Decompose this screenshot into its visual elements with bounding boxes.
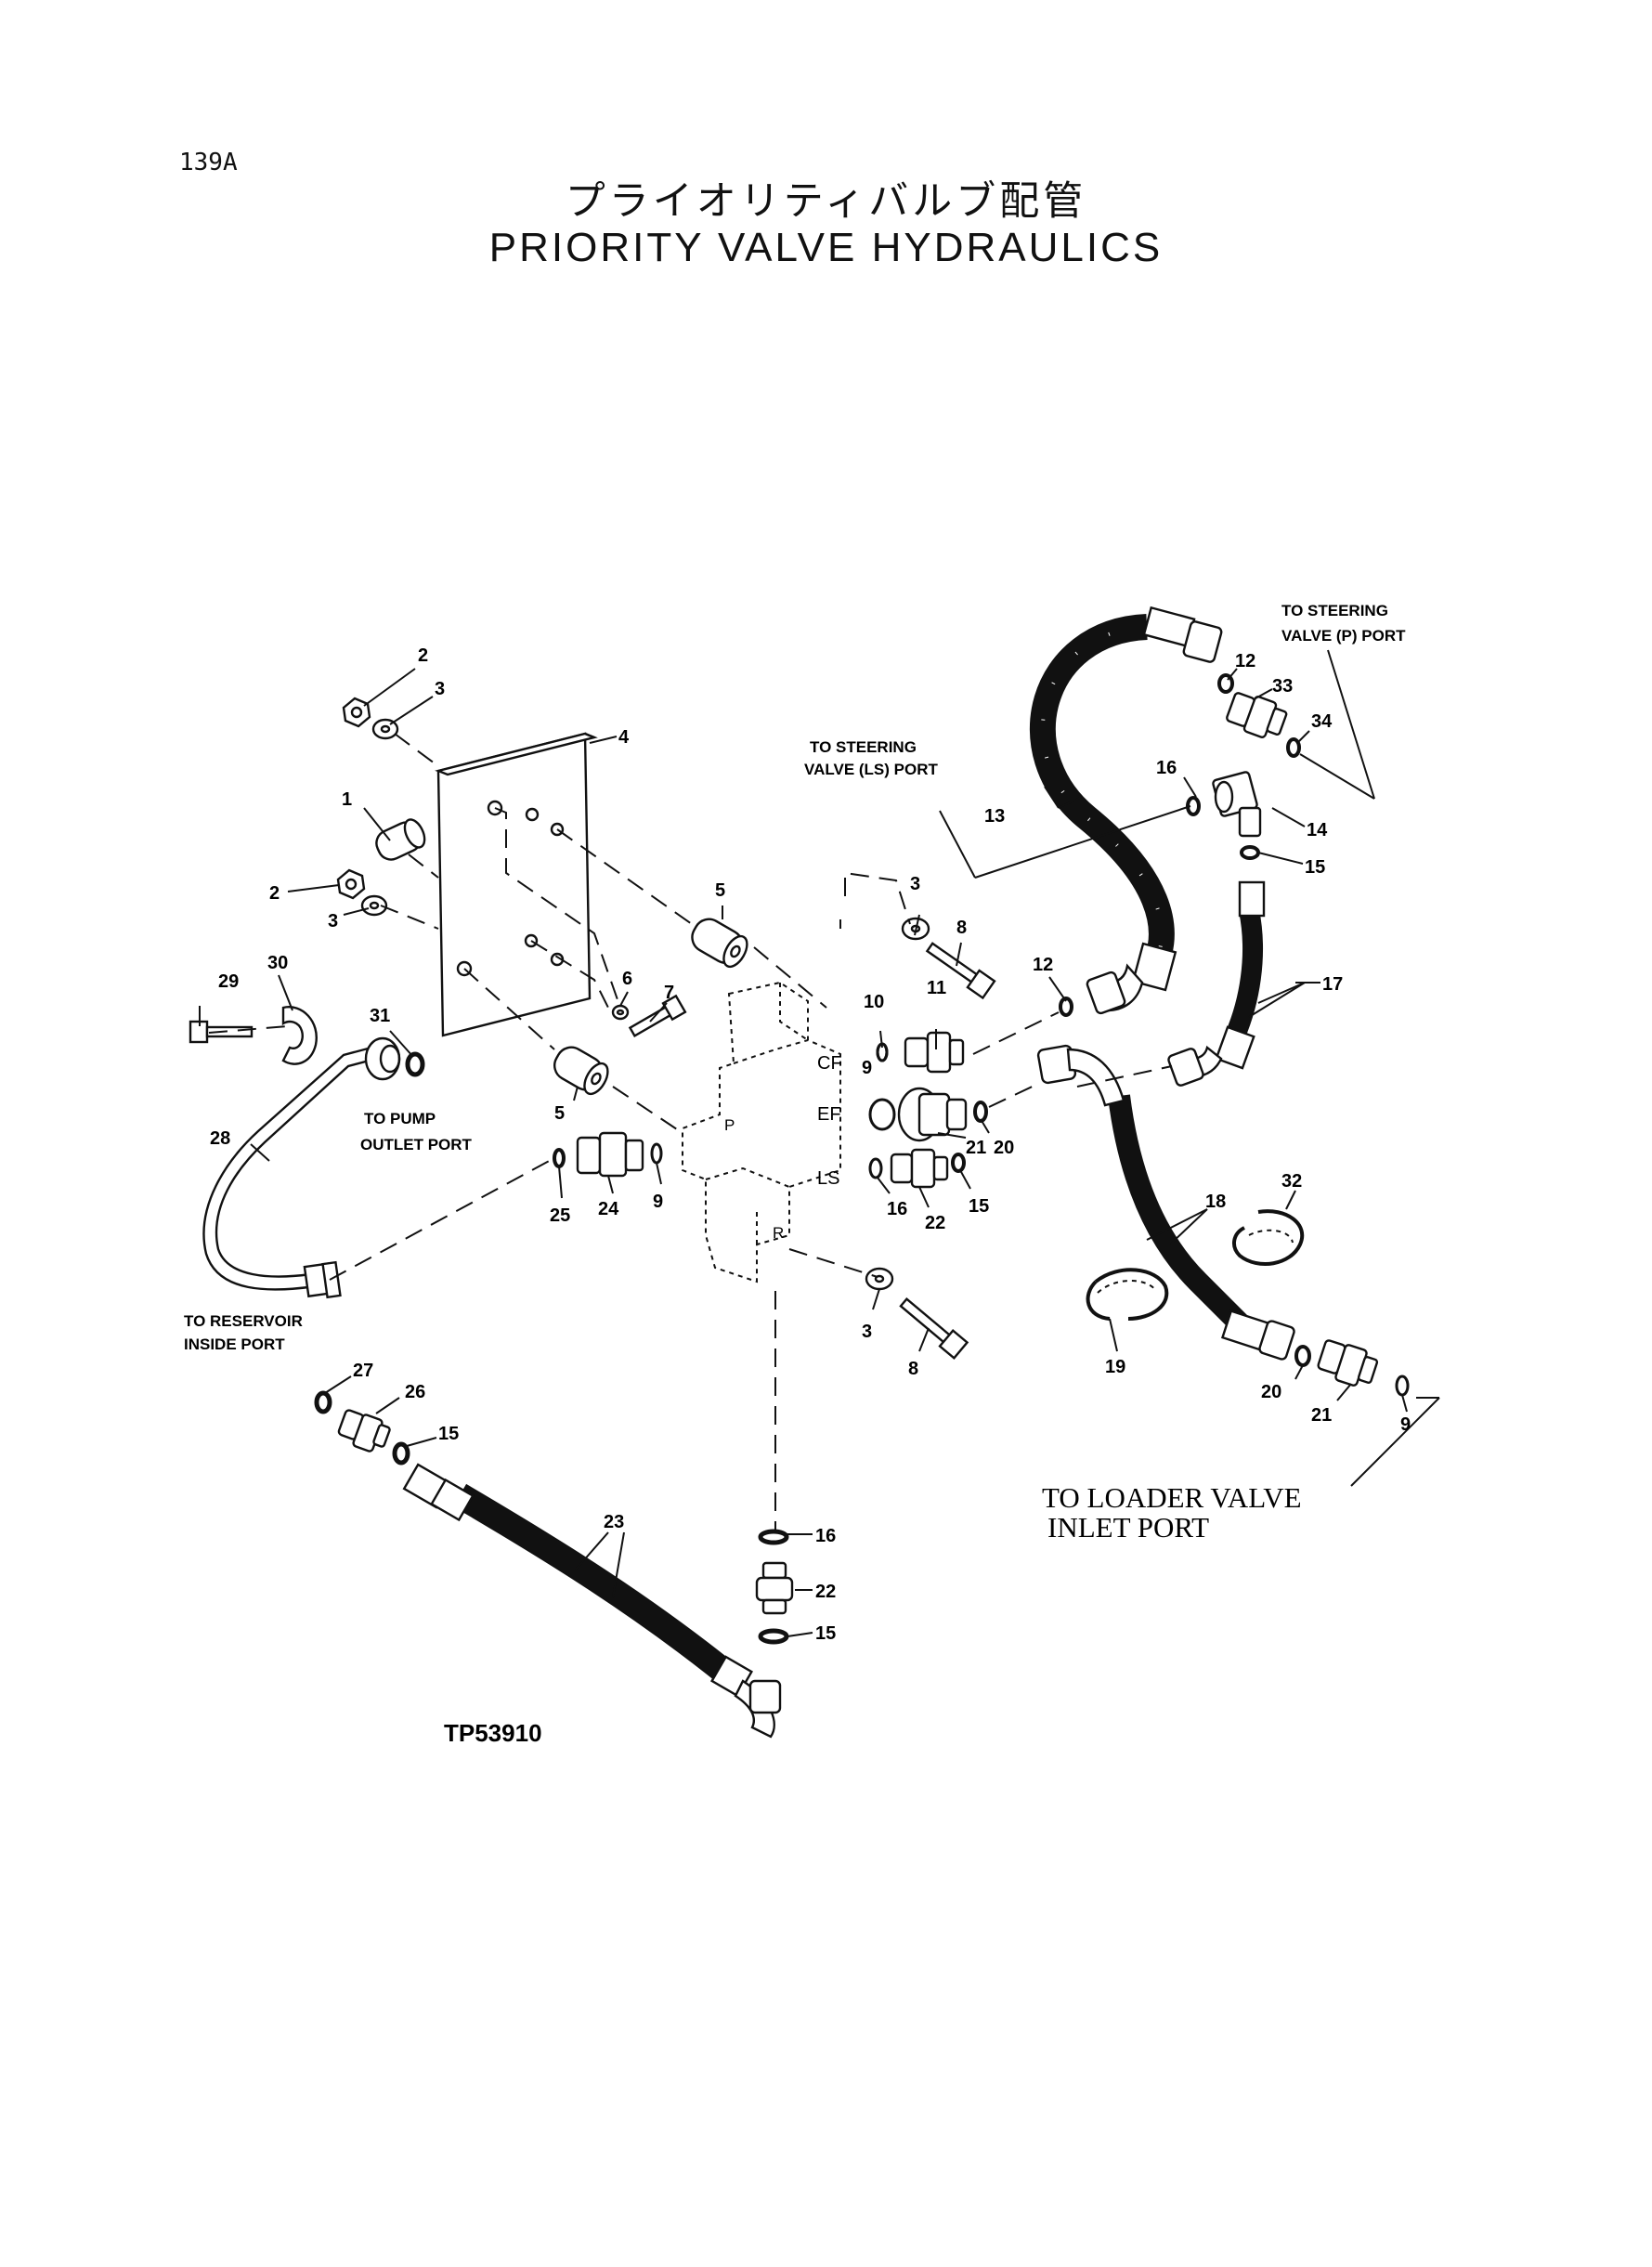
part-number: 30 xyxy=(267,953,288,973)
part-numbers: 2 3 4 1 2 3 5 6 7 5 29 30 31 28 25 24 9 … xyxy=(210,645,1411,1644)
pump-tube xyxy=(202,1036,401,1299)
part-number: 33 xyxy=(1272,676,1293,697)
part-number: 29 xyxy=(218,971,239,992)
hose-18 xyxy=(1036,1044,1295,1361)
part-number: 12 xyxy=(1235,651,1255,671)
part-number: 32 xyxy=(1281,1171,1302,1192)
part-number: 12 xyxy=(1033,955,1053,975)
callout-loader-2: INLET PORT xyxy=(1047,1511,1209,1544)
part-number: 3 xyxy=(328,911,338,932)
part-number: 25 xyxy=(550,1205,570,1226)
part-number: 27 xyxy=(353,1361,373,1381)
part-number: 26 xyxy=(405,1382,425,1402)
callout-pump-1: TO PUMP xyxy=(364,1110,436,1127)
title-japanese: プライオリティバルブ配管 xyxy=(565,178,1087,225)
page-number: 139A xyxy=(179,149,238,176)
part-number: 3 xyxy=(862,1322,872,1342)
part-number: 9 xyxy=(1400,1414,1411,1435)
hose-17 xyxy=(1167,880,1266,1087)
mounting-plate xyxy=(435,732,598,1037)
port-ef: EF xyxy=(817,1104,841,1125)
small-parts xyxy=(189,673,1410,1645)
callout-steering-p-2: VALVE (P) PORT xyxy=(1281,627,1406,645)
port-labels: CF EF LS P R xyxy=(724,1053,842,1242)
part-number: 2 xyxy=(418,645,428,666)
port-r: R xyxy=(773,1224,784,1242)
part-number: 18 xyxy=(1205,1192,1226,1212)
figure-code: TP53910 xyxy=(444,1719,542,1747)
part-number: 10 xyxy=(864,992,884,1012)
part-number: 13 xyxy=(984,806,1005,827)
part-number: 9 xyxy=(862,1058,872,1078)
part-number: 17 xyxy=(1322,974,1343,995)
port-cf: CF xyxy=(817,1053,842,1074)
part-number: 1 xyxy=(342,789,352,810)
part-number: 2 xyxy=(269,883,280,904)
part-number: 4 xyxy=(618,727,630,748)
leader-lines xyxy=(199,649,1440,1637)
part-number: 28 xyxy=(210,1128,230,1149)
part-number: 16 xyxy=(1156,758,1177,778)
callout-pump-2: OUTLET PORT xyxy=(360,1136,473,1153)
callout-steering-ls-2: VALVE (LS) PORT xyxy=(804,761,938,778)
part-number: 22 xyxy=(815,1582,836,1602)
part-number: 34 xyxy=(1311,711,1333,732)
part-number: 15 xyxy=(438,1424,459,1444)
part-number: 9 xyxy=(653,1192,663,1212)
part-number: 19 xyxy=(1105,1357,1125,1377)
port-ls: LS xyxy=(817,1168,839,1189)
part-number: 8 xyxy=(908,1359,918,1379)
part-number: 20 xyxy=(1261,1382,1281,1402)
port-p: P xyxy=(724,1116,735,1134)
part-number: 11 xyxy=(927,978,946,998)
part-number: 24 xyxy=(598,1199,619,1219)
part-number: 15 xyxy=(1305,857,1325,878)
part-number: 5 xyxy=(554,1103,565,1124)
part-number: 21 xyxy=(966,1138,986,1158)
callouts: TO STEERING VALVE (P) PORT TO STEERING V… xyxy=(184,602,1406,1747)
callout-steering-p-1: TO STEERING xyxy=(1281,602,1388,619)
part-number: 6 xyxy=(622,969,632,989)
part-number: 15 xyxy=(815,1623,836,1644)
callout-reservoir-2: INSIDE PORT xyxy=(184,1335,285,1353)
part-number: 14 xyxy=(1307,820,1328,840)
callout-steering-ls-1: TO STEERING xyxy=(810,738,917,756)
priority-valve-phantom xyxy=(682,981,841,1283)
assembly-lines xyxy=(208,733,1173,1531)
part-number: 5 xyxy=(715,880,725,901)
part-number: 21 xyxy=(1311,1405,1332,1426)
part-number: 20 xyxy=(994,1138,1014,1158)
part-number: 8 xyxy=(956,918,967,938)
part-number: 3 xyxy=(435,679,445,699)
part-number: 16 xyxy=(815,1526,836,1546)
part-number: 31 xyxy=(370,1006,390,1026)
title-english: PRIORITY VALVE HYDRAULICS xyxy=(488,225,1164,270)
callout-loader-1: TO LOADER VALVE xyxy=(1042,1481,1302,1514)
part-number: 23 xyxy=(604,1512,624,1532)
part-number: 16 xyxy=(887,1199,907,1219)
hose-23 xyxy=(402,1463,782,1739)
part-number: 22 xyxy=(925,1213,945,1233)
callout-reservoir-1: TO RESERVOIR xyxy=(184,1312,303,1330)
part-number: 15 xyxy=(969,1196,989,1217)
hose-13 xyxy=(1029,606,1223,1015)
part-number: 3 xyxy=(910,874,920,894)
part-number: 7 xyxy=(664,983,674,1003)
